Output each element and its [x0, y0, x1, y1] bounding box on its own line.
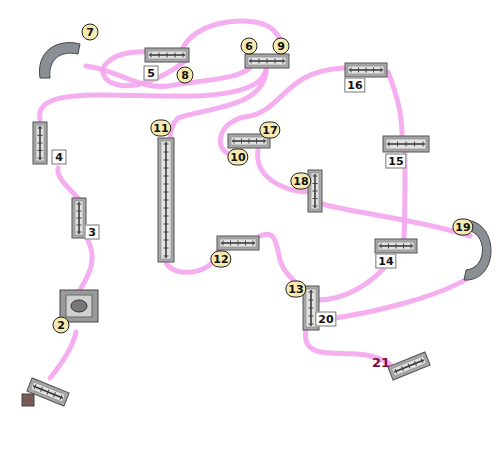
callout-number: 21 — [372, 356, 390, 369]
track-pieces — [27, 48, 430, 406]
callout-number: 12 — [210, 251, 231, 268]
callout-number: 11 — [150, 120, 171, 137]
route-line — [322, 204, 470, 236]
callout-number: 19 — [452, 219, 473, 236]
track-piece — [33, 122, 47, 164]
curve-piece — [39, 43, 80, 78]
route-line — [50, 332, 76, 378]
route-line — [388, 72, 402, 134]
callout-number: 18 — [290, 173, 311, 190]
track-piece — [345, 63, 387, 77]
track-piece — [383, 136, 429, 152]
part-number: 4 — [52, 150, 67, 165]
part-number: 20 — [315, 312, 336, 327]
part-number: 14 — [375, 254, 396, 269]
end-block — [22, 394, 34, 406]
track-piece — [217, 236, 259, 250]
track-piece — [145, 48, 189, 62]
callout-number: 2 — [53, 317, 70, 334]
route-line — [40, 63, 267, 120]
track-piece — [245, 54, 289, 68]
route-lines — [40, 21, 472, 378]
callout-number: 10 — [227, 149, 248, 166]
callout-number: 7 — [82, 24, 99, 41]
route-line — [182, 21, 282, 54]
callout-number: 13 — [285, 281, 306, 298]
callout-number: 9 — [273, 38, 290, 55]
part-number: 15 — [385, 154, 406, 169]
track-piece — [375, 239, 417, 253]
track-piece — [388, 352, 430, 380]
route-line — [322, 276, 472, 320]
callout-number: 6 — [241, 38, 258, 55]
part-number: 5 — [144, 66, 159, 81]
route-line — [58, 168, 80, 200]
route-line — [220, 68, 344, 154]
route-line — [80, 240, 92, 290]
track-piece — [158, 138, 174, 262]
callout-number: 8 — [177, 67, 194, 84]
part-number: 3 — [85, 225, 100, 240]
callout-number: 17 — [259, 122, 280, 139]
part-number: 16 — [344, 78, 365, 93]
